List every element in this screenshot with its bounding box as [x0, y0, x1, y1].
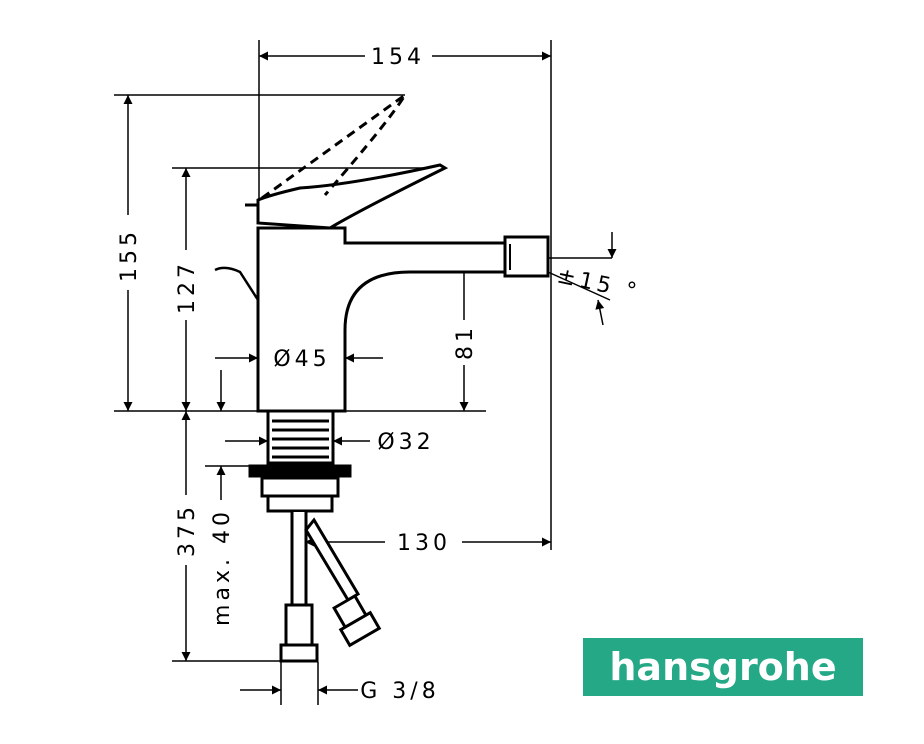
flange — [248, 464, 352, 478]
dim-diameter-45: Ø45 — [273, 347, 330, 372]
dim-81: 81 — [453, 324, 478, 360]
dim-g-3-8: G 3/8 — [360, 679, 439, 704]
hose-angled — [304, 517, 361, 603]
dim-154: 154 — [371, 45, 425, 70]
faucet-outline — [214, 93, 550, 663]
logo-text: hansgrohe — [609, 645, 837, 689]
hose-straight — [290, 512, 308, 607]
extension-lines — [114, 40, 612, 705]
dimension-lines — [123, 51, 617, 695]
dimension-labels: 154 155 127 375 81 max. 40 Ø45 Ø32 130 G… — [117, 45, 643, 704]
dim-127: 127 — [175, 260, 200, 314]
faucet-body — [256, 226, 507, 413]
dim-375: 375 — [175, 503, 200, 557]
lever-raised-dashed — [261, 93, 407, 200]
dim-diameter-32: Ø32 — [377, 430, 434, 455]
threaded-shank — [266, 409, 335, 465]
hansgrohe-logo: hansgrohe — [583, 638, 863, 696]
dim-angle-15: ±15 ° — [555, 263, 643, 305]
lever — [256, 163, 449, 230]
aerator — [503, 235, 550, 278]
dim-max-40: max. 40 — [210, 508, 235, 626]
popup-rod — [214, 266, 260, 301]
dim-155: 155 — [117, 228, 142, 282]
dim-130: 130 — [397, 531, 451, 556]
nut — [260, 476, 340, 498]
